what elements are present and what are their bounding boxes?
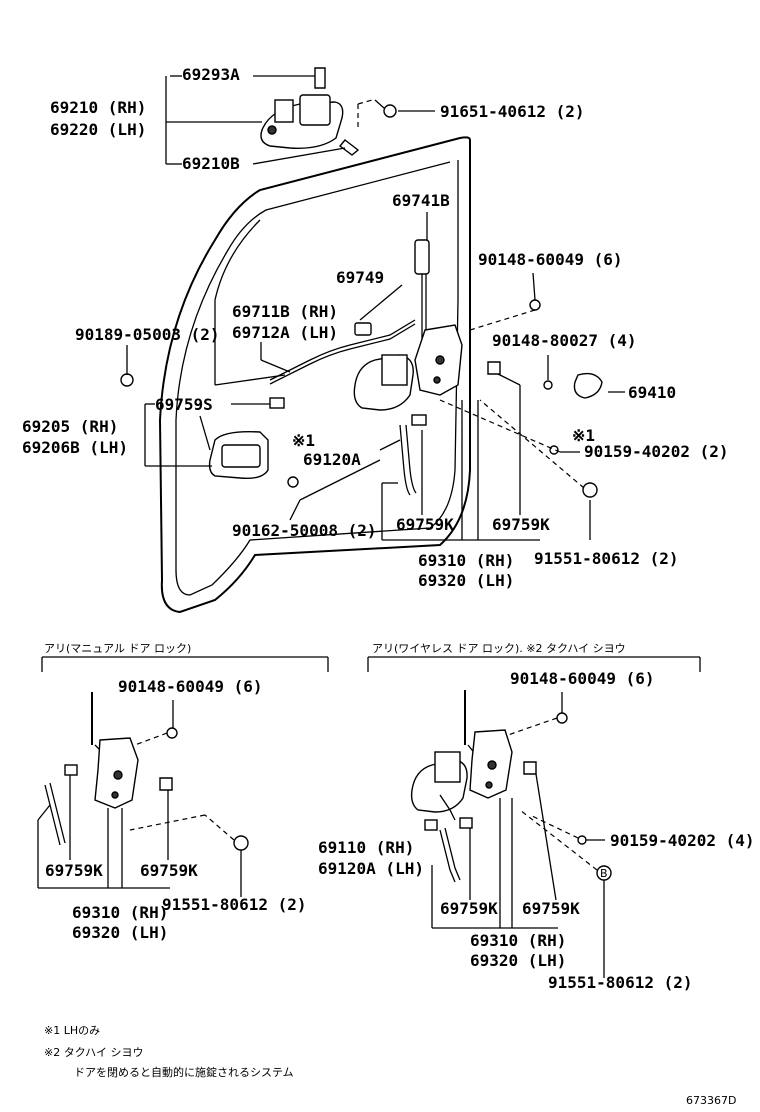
figure-id: 673367D: [686, 1094, 736, 1107]
label-90159-right: 90159-40202 (4): [610, 831, 755, 850]
label-69759K-left-1: 69759K: [45, 861, 103, 880]
label-69759K-right-2: 69759K: [522, 899, 580, 918]
label-90159-main: 90159-40202 (2): [584, 442, 729, 461]
part-labels: 69293A 69210 (RH) 69220 (LH) 69210B 9165…: [22, 65, 755, 1107]
label-69759K-b: 69759K: [492, 515, 550, 534]
label-69293A: 69293A: [182, 65, 240, 84]
label-69711B-rh: 69711B (RH): [232, 302, 338, 321]
label-69210B: 69210B: [182, 154, 240, 173]
mark-note1-a: ※1: [292, 431, 315, 450]
label-91551-right: 91551-80612 (2): [548, 973, 693, 992]
section-title-manual: アリ(マニュアル ドア ロック): [44, 642, 191, 655]
label-90148-60049-right: 90148-60049 (6): [510, 669, 655, 688]
label-69320-main: 69320 (LH): [418, 571, 514, 590]
label-69120A-main: 69120A: [303, 450, 361, 469]
label-69320-right: 69320 (LH): [470, 951, 566, 970]
label-90189: 90189-05003 (2): [75, 325, 220, 344]
section-title-wireless: アリ(ワイヤレス ドア ロック). ※2 タクハイ シヨウ: [372, 642, 626, 655]
label-90162: 90162-50008 (2): [232, 521, 377, 540]
wireless-lock-assembly: [410, 690, 612, 978]
latch-assembly-main: [120, 239, 603, 498]
door-outline: [158, 136, 471, 614]
outside-handle-assembly: [260, 67, 360, 156]
label-69712A-lh: 69712A (LH): [232, 323, 338, 342]
label-69206B-lh: 69206B (LH): [22, 438, 128, 457]
label-69320-left: 69320 (LH): [72, 923, 168, 942]
label-69110-rh: 69110 (RH): [318, 838, 414, 857]
label-90148-60049-left: 90148-60049 (6): [118, 677, 263, 696]
footnote-2-title: ※2 タクハイ シヨウ: [44, 1046, 143, 1059]
label-69410: 69410: [628, 383, 676, 402]
label-90148-60049-main: 90148-60049 (6): [478, 250, 623, 269]
label-69310-main: 69310 (RH): [418, 551, 514, 570]
label-69759K-left-2: 69759K: [140, 861, 198, 880]
top-leaders: [165, 75, 435, 165]
label-69210-rh: 69210 (RH): [50, 98, 146, 117]
label-91651: 91651-40612 (2): [440, 102, 585, 121]
manual-lock-assembly: [37, 692, 249, 897]
inside-handle: [208, 430, 269, 480]
label-69205-rh: 69205 (RH): [22, 417, 118, 436]
marker-b: B: [600, 867, 608, 880]
label-69741B: 69741B: [392, 191, 450, 210]
label-69220-lh: 69220 (LH): [50, 120, 146, 139]
label-69759K-a: 69759K: [396, 515, 454, 534]
label-69759S: 69759S: [155, 395, 213, 414]
screw-91651: [374, 99, 397, 118]
label-69749: 69749: [336, 268, 384, 287]
main-leaders: [126, 212, 625, 541]
section-brackets: [41, 656, 701, 672]
label-69310-right: 69310 (RH): [470, 931, 566, 950]
footnote-2-body: ドアを閉めると自動的に施錠されるシステム: [74, 1065, 294, 1079]
label-91551-main: 91551-80612 (2): [534, 549, 679, 568]
label-69120A-lh: 69120A (LH): [318, 859, 424, 878]
mark-note1-b: ※1: [572, 426, 595, 445]
label-69310-left: 69310 (RH): [72, 903, 168, 922]
footnote-1: ※1 LHのみ: [44, 1024, 100, 1037]
label-69759K-right-1: 69759K: [440, 899, 498, 918]
label-91551-left: 91551-80612 (2): [162, 895, 307, 914]
label-90148-80027: 90148-80027 (4): [492, 331, 637, 350]
